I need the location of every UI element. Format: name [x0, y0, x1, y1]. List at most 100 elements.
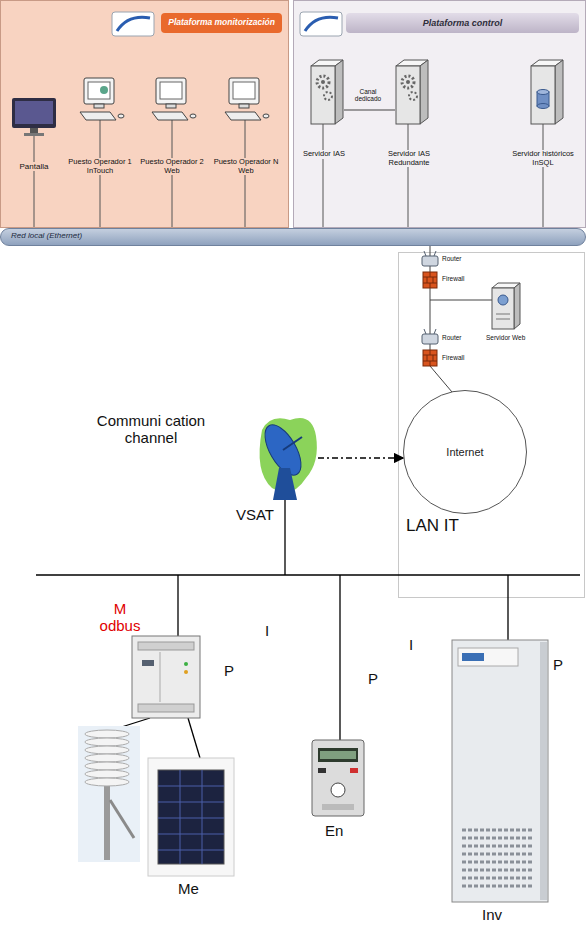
server-icon-part: [406, 80, 410, 84]
server-icon: [311, 60, 343, 124]
reference-cell-icon-part: [158, 770, 224, 864]
internet-zone-part: [399, 253, 585, 598]
satellite-dish-part: [283, 437, 302, 450]
workstation-icon-part: [190, 114, 196, 118]
device-caption: Puesto Operador 1 InTouch: [63, 158, 137, 175]
web-server-icon: [492, 283, 520, 329]
server-icon-part: [409, 92, 417, 100]
network-drop-part: [408, 124, 409, 228]
vsat-label: VSAT: [226, 506, 284, 523]
workstation-icon: [225, 78, 269, 120]
control-panel: Plataforma control: [293, 0, 586, 228]
panel-fill: [0, 0, 586, 228]
field-bus-part: [188, 718, 200, 758]
database-server-icon: [531, 60, 563, 124]
router-icon-part: [424, 329, 426, 334]
server-icon-part: [420, 60, 428, 124]
database-server-icon-part: [531, 66, 555, 124]
channel-label: Communi cation channel: [76, 412, 226, 447]
reference-cell-icon-part: [148, 758, 234, 876]
router-icon-part: [422, 256, 438, 266]
energy-meter-icon-part: [350, 768, 358, 773]
router-icon: [422, 251, 438, 344]
web-server-icon-part: [496, 314, 510, 315]
protocol-letter: P: [368, 670, 378, 687]
link-caption: Canal dedicado: [348, 88, 388, 103]
server-icon: [396, 60, 428, 124]
workstation-icon-part: [80, 112, 116, 120]
weather-station-icon-part: [85, 754, 129, 762]
workstation-icon: [80, 78, 124, 120]
plc-icon-part: [142, 660, 154, 666]
database-server-icon-part: [537, 90, 549, 95]
display-monitor-part: [30, 128, 38, 133]
weather-station-icon-part: [85, 778, 129, 786]
display-monitor: [12, 98, 56, 136]
weather-station-icon-part: [104, 786, 110, 860]
web-server-icon-part: [496, 319, 510, 320]
weather-station-icon: [78, 726, 140, 862]
workstation-icon-part: [160, 82, 182, 99]
workstation-icon-part: [118, 114, 124, 118]
internet-zone: [399, 253, 585, 598]
weather-station-icon-part: [85, 730, 129, 738]
inverter-icon-part: [462, 830, 532, 886]
logo-part: [112, 12, 154, 36]
field-bus-part: [507, 575, 508, 640]
server-caption: Servidor IAS: [294, 150, 354, 159]
router-icon-part: [434, 251, 436, 256]
server-caption: Servidor IAS Redundante: [370, 150, 448, 167]
logo: [112, 12, 342, 36]
gateway-wire-part: [430, 300, 492, 301]
workstation-icon-part: [263, 114, 269, 118]
web-server-icon-part: [492, 288, 514, 329]
protocol-letter: P: [224, 662, 234, 679]
inverter-icon-part: [462, 653, 484, 661]
web-server-icon-part: [514, 283, 520, 329]
energy-meter-icon-part: [320, 751, 356, 759]
workstation-icon-part: [88, 82, 110, 99]
inverter-icon-part: [540, 642, 547, 900]
weather-station-icon-part: [85, 738, 129, 746]
workstation-icon-part: [225, 112, 261, 120]
plc-icon-part: [138, 642, 194, 650]
panel-header: Plataforma control: [346, 13, 579, 33]
workstation-icon-part: [239, 104, 249, 108]
energy-meter-icon-part: [318, 748, 358, 762]
inverter-icon: [452, 640, 548, 902]
router-label: Router: [442, 334, 462, 341]
field-bus-part: [36, 574, 580, 575]
field-bus-part: [177, 575, 178, 636]
web-server-icon-part: [498, 295, 508, 305]
server-icon-part: [324, 92, 332, 100]
dedicated-link-part: [344, 109, 395, 110]
field-bus-part: [284, 500, 285, 575]
workstation-icon-part: [100, 86, 108, 94]
channel-connector: [318, 457, 403, 458]
network-drop-part: [34, 136, 35, 228]
inverter-icon-part: [458, 648, 518, 666]
device-caption: Me: [178, 880, 199, 897]
logo-part: [305, 17, 338, 31]
display-monitor-part: [15, 101, 53, 124]
protocol-letter: I: [265, 622, 269, 639]
workstation-icon-part: [166, 104, 176, 108]
plc-icon: [132, 636, 200, 718]
energy-meter-icon-part: [312, 740, 364, 816]
dedicated-link: [344, 110, 395, 111]
server-icon-part: [311, 66, 335, 124]
network-drop-part: [543, 124, 544, 228]
display-monitor-part: [12, 98, 56, 128]
network-drop-part: [323, 124, 324, 228]
network-label: Red local (Ethernet): [11, 231, 82, 240]
weather-station-icon-part: [85, 762, 129, 770]
workstation-icon-part: [94, 104, 104, 108]
energy-meter-icon: [312, 740, 364, 816]
firewall-label: Firewall: [442, 275, 464, 282]
server-icon-part: [335, 60, 343, 124]
workstation-icon: [152, 78, 196, 120]
firewall-icon-part: [423, 350, 437, 366]
weather-station-icon-part: [78, 726, 140, 862]
router-label: Router: [442, 255, 462, 262]
